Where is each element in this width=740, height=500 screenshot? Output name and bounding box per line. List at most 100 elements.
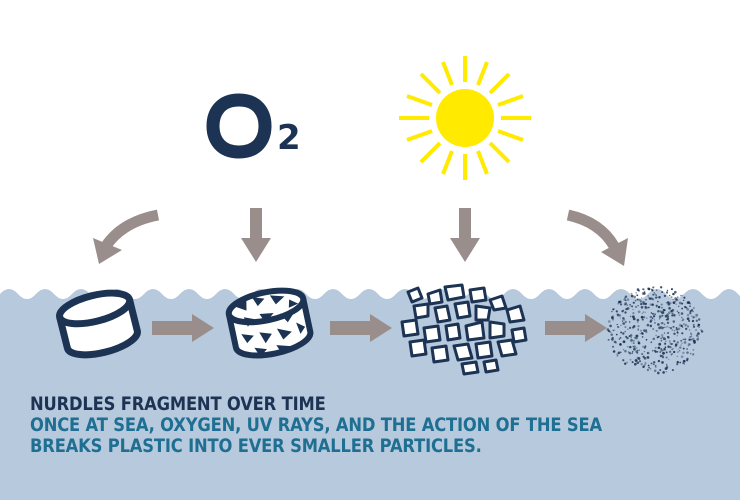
microparticle-dot <box>664 340 667 343</box>
microparticle-dot <box>649 303 653 306</box>
microparticle-dot <box>651 303 655 306</box>
microparticle-dot <box>612 329 614 332</box>
microparticle-dot <box>621 310 624 313</box>
microparticle-dot <box>676 310 679 313</box>
microparticle-dot <box>613 329 616 331</box>
microparticle-dot <box>661 322 664 324</box>
microparticle-dot <box>681 302 684 305</box>
microparticle-dot <box>655 366 657 369</box>
microparticle-dot <box>643 350 646 353</box>
microparticle-dot <box>665 366 669 370</box>
microparticle-dot <box>690 333 693 336</box>
microparticle-dot <box>645 298 647 301</box>
microparticle-dot <box>625 299 627 302</box>
microparticle-dot <box>661 306 663 309</box>
microparticle-dot <box>642 300 645 304</box>
microparticle-dot <box>642 365 645 369</box>
microparticle-dot <box>668 306 671 310</box>
microparticle-dot <box>682 323 686 326</box>
sun-icon <box>399 56 531 180</box>
microparticle-dot <box>660 337 663 340</box>
microparticle-dot <box>627 346 629 348</box>
microparticle-dot <box>632 342 635 344</box>
microparticle-dot <box>687 344 690 347</box>
microparticle-dot <box>679 361 682 364</box>
microparticle-dot <box>616 323 618 326</box>
microparticle-dot <box>677 327 681 331</box>
microparticle-dot <box>635 347 638 350</box>
microparticle-dot <box>619 317 622 319</box>
microparticle-dot <box>683 296 686 299</box>
microparticle-dot <box>686 317 690 321</box>
microparticle-dot <box>641 352 644 356</box>
microparticle-dot <box>630 292 633 295</box>
microparticle-dot <box>682 299 685 302</box>
microparticle-dot <box>651 317 654 319</box>
caption-title: NURDLES FRAGMENT OVER TIME <box>30 393 326 415</box>
microparticle-dot <box>673 330 676 332</box>
microparticle-dot <box>659 310 662 313</box>
microparticle-dot <box>624 311 627 314</box>
microparticle-dot <box>661 314 664 317</box>
microparticle-dot <box>622 316 625 320</box>
microparticle-dot <box>653 361 656 364</box>
microparticle-dot <box>676 361 679 364</box>
microparticle-dot <box>686 351 689 354</box>
microparticle-dot <box>637 310 641 314</box>
microparticle-dot <box>676 350 679 354</box>
microparticle-dot <box>635 292 637 294</box>
microparticle-dot <box>624 297 626 299</box>
microparticle-dot <box>622 332 625 335</box>
microparticle-dot <box>607 338 610 341</box>
microparticle-dot <box>622 340 626 344</box>
microparticle-dot <box>662 351 665 355</box>
microparticle-dot <box>658 315 662 318</box>
down-arrow-oxygen <box>241 208 271 262</box>
microparticle-dot <box>689 329 691 331</box>
microparticle-dot <box>634 299 637 302</box>
microparticle-dot <box>647 287 650 290</box>
microparticle-dot <box>646 306 649 309</box>
microparticle-dot <box>619 336 622 339</box>
microparticle-dot <box>695 334 699 337</box>
microparticle-dot <box>658 296 661 299</box>
microparticle-dot <box>660 303 663 306</box>
microparticle-dot <box>629 358 632 361</box>
microparticle-dot <box>700 330 704 333</box>
microparticle-dot <box>656 289 658 291</box>
microparticle-dot <box>689 302 691 305</box>
microparticle-dot <box>656 350 659 353</box>
microparticle-dot <box>671 312 674 315</box>
microparticle-dot <box>631 305 634 308</box>
microparticle-dot <box>640 332 644 335</box>
microparticle-dot <box>669 341 671 343</box>
microparticle-dot <box>629 315 632 318</box>
microparticle-dot <box>637 328 639 330</box>
microparticle-dot <box>663 294 667 298</box>
microparticle-dot <box>626 304 628 306</box>
microparticle-dot <box>662 337 666 341</box>
curved-arrow-right <box>566 209 628 266</box>
microparticle-dot <box>659 286 663 289</box>
microparticle-dot <box>638 298 641 302</box>
microparticle-dot <box>666 301 670 304</box>
microparticle-dot <box>653 291 655 294</box>
microparticle-dot <box>643 330 646 332</box>
microparticle-dot <box>641 297 643 299</box>
microparticles-icon <box>606 286 704 375</box>
microparticle-dot <box>670 296 673 299</box>
microparticle-dot <box>667 317 669 320</box>
microparticle-dot <box>656 371 660 375</box>
microparticle-dot <box>675 300 677 302</box>
microparticle-dot <box>663 347 666 351</box>
microparticle-dot <box>679 350 681 352</box>
microparticle-dot <box>639 300 642 303</box>
microparticle-dot <box>613 340 617 344</box>
microparticle-dot <box>697 336 699 338</box>
microparticle-dot <box>633 362 637 366</box>
microparticle-dot <box>644 330 647 333</box>
microparticle-dot <box>677 348 680 350</box>
microparticle-dot <box>663 323 666 326</box>
microparticle-dot <box>649 324 652 327</box>
microparticle-dot <box>690 335 693 337</box>
